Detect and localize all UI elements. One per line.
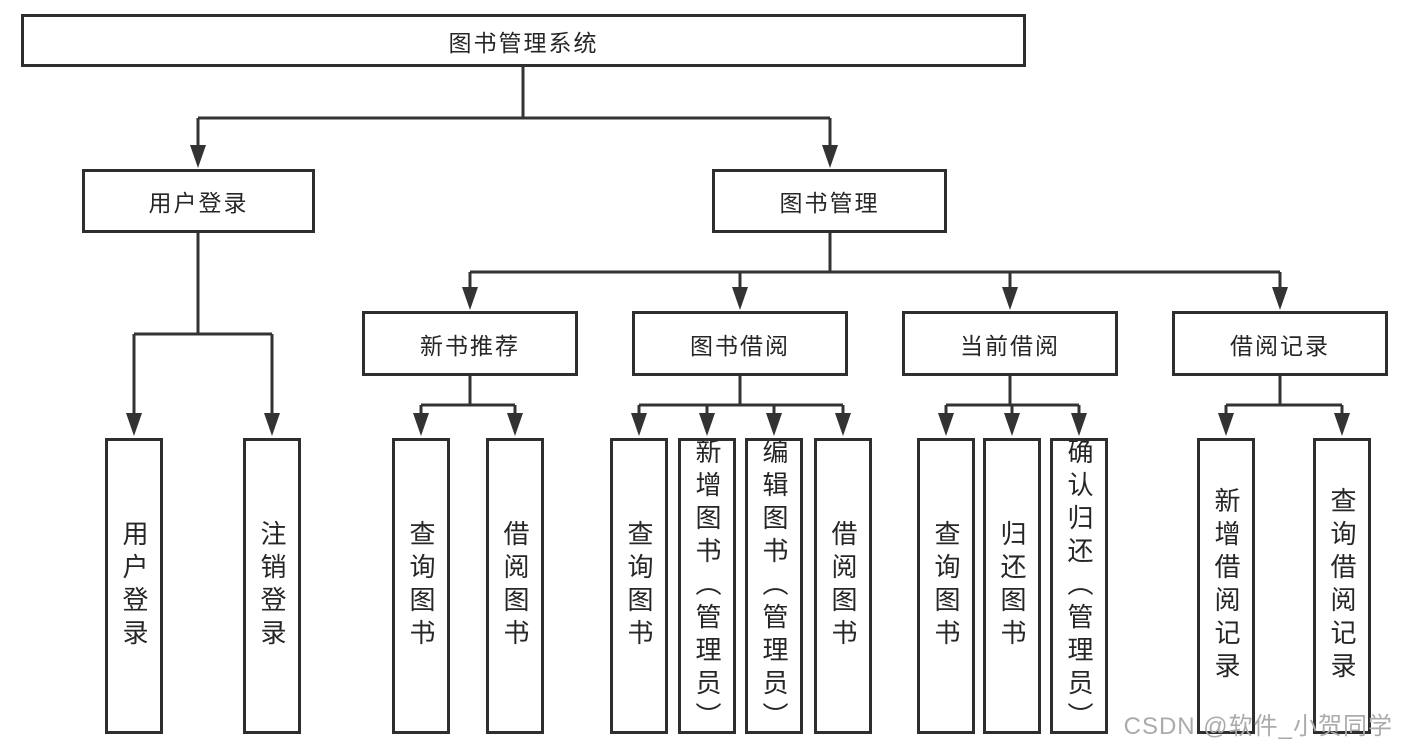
- connector-new-book-recommend: [413, 376, 523, 436]
- node-label: 新书推荐: [420, 332, 520, 359]
- leaf-user-login: 用户登录: [105, 438, 163, 734]
- leaf-label: 确认归还（管理员）: [1064, 438, 1094, 734]
- csdn-watermark: CSDN @软件_小贺同学: [1123, 713, 1393, 740]
- leaf-label: 借阅图书: [500, 520, 530, 652]
- leaf-records-add-borrow-record: 新增借阅记录: [1197, 438, 1255, 734]
- node-borrowing-records: 借阅记录: [1172, 311, 1388, 376]
- leaf-recommend-query-books: 查询图书: [392, 438, 450, 734]
- leaf-label: 注销登录: [257, 520, 287, 652]
- leaf-recommend-borrow-books: 借阅图书: [486, 438, 544, 734]
- leaf-borrowing-query-books: 查询图书: [610, 438, 668, 734]
- node-label: 用户登录: [148, 190, 249, 216]
- leaf-borrowing-borrow-books: 借阅图书: [814, 438, 872, 734]
- connector-root-to-level1: [190, 67, 838, 168]
- leaf-current-confirm-return-admin: 确认归还（管理员）: [1050, 438, 1108, 734]
- node-book-management: 图书管理: [712, 169, 947, 233]
- leaf-label: 查询借阅记录: [1327, 487, 1357, 685]
- leaf-label: 用户登录: [119, 520, 149, 652]
- node-label: 图书管理: [779, 190, 880, 216]
- node-label: 图书借阅: [690, 332, 790, 359]
- leaf-label: 查询图书: [406, 520, 436, 652]
- leaf-label: 归还图书: [997, 520, 1027, 652]
- leaf-borrowing-edit-books-admin: 编辑图书（管理员）: [745, 438, 803, 734]
- leaf-borrowing-add-books-admin: 新增图书（管理员）: [678, 438, 736, 734]
- connector-borrowing-records: [1218, 376, 1350, 436]
- node-root-library-management-system: 图书管理系统: [21, 14, 1026, 67]
- leaf-label: 查询图书: [931, 520, 961, 652]
- leaf-logout: 注销登录: [243, 438, 301, 734]
- connector-user-login-branch: [126, 233, 280, 436]
- leaf-label: 编辑图书（管理员）: [759, 438, 789, 734]
- leaf-current-return-books: 归还图书: [983, 438, 1041, 734]
- leaf-current-query-books: 查询图书: [917, 438, 975, 734]
- node-label: 当前借阅: [960, 332, 1060, 359]
- connector-current-borrowing: [938, 376, 1087, 436]
- leaf-label: 新增图书（管理员）: [692, 438, 722, 734]
- node-user-login: 用户登录: [82, 169, 315, 233]
- node-current-borrowing: 当前借阅: [902, 311, 1118, 376]
- leaf-records-query-borrow-record: 查询借阅记录: [1313, 438, 1371, 734]
- node-label: 图书管理系统: [448, 29, 599, 56]
- leaf-label: 查询图书: [624, 520, 654, 652]
- node-new-book-recommend: 新书推荐: [362, 311, 578, 376]
- node-book-borrowing: 图书借阅: [632, 311, 848, 376]
- node-label: 借阅记录: [1230, 332, 1330, 359]
- leaf-label: 借阅图书: [828, 520, 858, 652]
- connector-book-borrowing: [631, 376, 851, 436]
- leaf-label: 新增借阅记录: [1211, 487, 1241, 685]
- connector-book-management-to-level2: [462, 233, 1288, 310]
